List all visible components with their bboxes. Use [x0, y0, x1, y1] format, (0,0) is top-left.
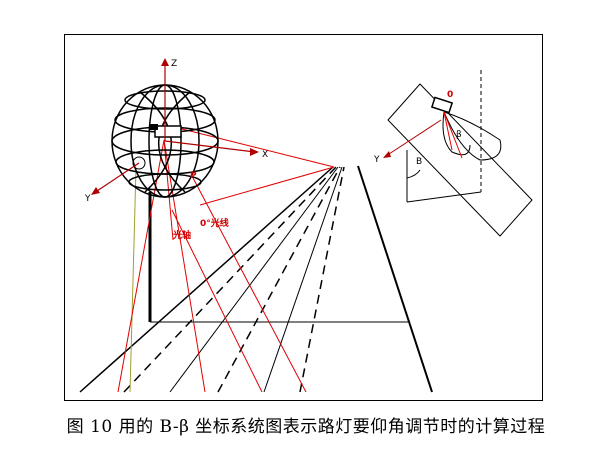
inset-red-ray-b — [443, 111, 463, 159]
inset-wall-bottom — [406, 191, 482, 203]
inset-y-axis — [385, 119, 442, 157]
inset-beta-label: β — [456, 130, 462, 140]
road-lane-1 — [123, 166, 337, 393]
red-ray-to-horizon-lower — [199, 166, 335, 206]
y-axis-label: Y — [84, 194, 91, 204]
inset-plane — [387, 83, 533, 237]
origin-circle — [132, 156, 146, 170]
zero-ray-label: 0°光线 — [200, 217, 229, 229]
road-right-edge — [357, 165, 433, 393]
road-lane-3 — [217, 166, 341, 393]
inset-y-label: Y — [373, 155, 380, 165]
lamp-head — [150, 124, 182, 138]
inset-diagram: Y 0 β B — [373, 70, 533, 237]
x-axis-label: X — [262, 150, 268, 160]
axis-arrowheads — [91, 58, 259, 195]
optical-axis-label: 光轴 — [172, 229, 191, 241]
inset-b-arc — [406, 169, 421, 179]
inset-b-label: B — [416, 157, 422, 167]
point-p-label: P — [190, 171, 197, 181]
axes — [93, 62, 256, 194]
road-lane-5 — [299, 166, 345, 393]
red-ray-to-horizon-upper — [177, 127, 335, 168]
figure-caption: 图 10 用的 B-β 坐标系统图表示路灯要仰角调节时的计算过程 — [66, 417, 546, 437]
figure-frame — [64, 34, 543, 401]
inset-light-lobe-2 — [442, 111, 471, 156]
inset-lamp — [430, 96, 454, 114]
inset-y-arrow — [383, 151, 391, 158]
red-ray-3 — [191, 175, 307, 393]
road-lane-2 — [169, 166, 339, 393]
z-axis-label: Z — [171, 59, 177, 69]
red-ray-2 — [163, 139, 206, 393]
red-ray-4 — [171, 209, 263, 393]
inset-red-ray-a — [443, 111, 453, 151]
olive-line — [129, 167, 137, 393]
inset-zero-label: 0 — [447, 90, 453, 100]
inset-light-lobe — [443, 111, 502, 161]
road-lane-4 — [263, 166, 343, 393]
red-ray-1 — [117, 139, 165, 393]
